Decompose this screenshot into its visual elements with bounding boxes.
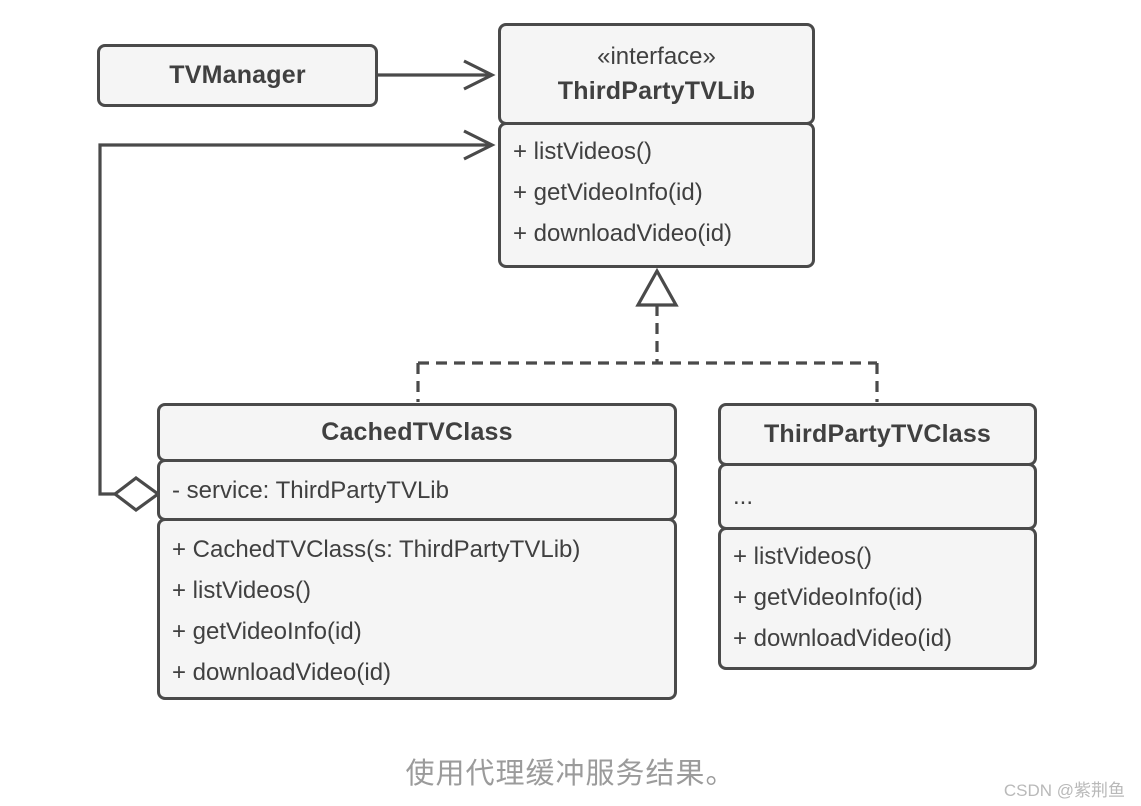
method-item: + downloadVideo(id): [513, 220, 733, 247]
method-item: + CachedTVClass(s: ThirdPartyTVLib): [172, 536, 581, 563]
attributes-compartment: ...: [718, 463, 1037, 530]
realization-connector: [416, 267, 879, 402]
class-title-compartment: «interface» ThirdPartyTVLib: [498, 23, 815, 125]
class-title-compartment: CachedTVClass: [157, 403, 677, 462]
attributes-compartment: - service: ThirdPartyTVLib: [157, 459, 677, 521]
method-item: + downloadVideo(id): [172, 659, 392, 686]
attribute-item: ...: [733, 483, 754, 510]
methods-compartment: + listVideos() + getVideoInfo(id) + down…: [498, 122, 815, 268]
attribute-item: - service: ThirdPartyTVLib: [172, 476, 449, 504]
class-tvmanager: TVManager: [97, 44, 378, 107]
method-item: + downloadVideo(id): [733, 625, 953, 652]
method-item: + getVideoInfo(id): [172, 618, 362, 645]
class-thirdpartytvclass: ThirdPartyTVClass ... + listVideos() + g…: [718, 403, 1037, 670]
class-title: ThirdPartyTVLib: [557, 76, 756, 105]
class-cachedtvclass: CachedTVClass - service: ThirdPartyTVLib…: [157, 403, 677, 700]
method-item: + getVideoInfo(id): [513, 179, 703, 206]
aggregation-diamond-icon: [112, 476, 161, 512]
method-item: + listVideos(): [733, 543, 872, 570]
class-title: CachedTVClass: [321, 418, 513, 446]
methods-compartment: + CachedTVClass(s: ThirdPartyTVLib) + li…: [157, 518, 677, 700]
csdn-watermark: CSDN @紫荆鱼: [1003, 781, 1125, 800]
method-item: + listVideos(): [172, 577, 311, 604]
class-title: ThirdPartyTVClass: [763, 420, 992, 448]
realization-triangle-icon: [635, 267, 679, 307]
class-thirdpartytvlib-interface: «interface» ThirdPartyTVLib + listVideos…: [498, 23, 815, 268]
method-item: + getVideoInfo(id): [733, 584, 923, 611]
class-title-compartment: TVManager: [97, 44, 378, 107]
methods-compartment: + listVideos() + getVideoInfo(id) + down…: [718, 527, 1037, 670]
association-tvmanager-to-interface: [378, 59, 496, 91]
method-item: + listVideos(): [513, 138, 652, 165]
class-title: TVManager: [169, 61, 306, 89]
aggregation-line: [98, 143, 491, 496]
diagram-caption: 使用代理缓冲服务结果。: [405, 758, 736, 790]
open-arrowhead-icon: [463, 59, 496, 91]
interface-stereotype: «interface»: [597, 42, 716, 70]
class-title-compartment: ThirdPartyTVClass: [718, 403, 1037, 466]
open-arrowhead-icon: [463, 129, 496, 161]
